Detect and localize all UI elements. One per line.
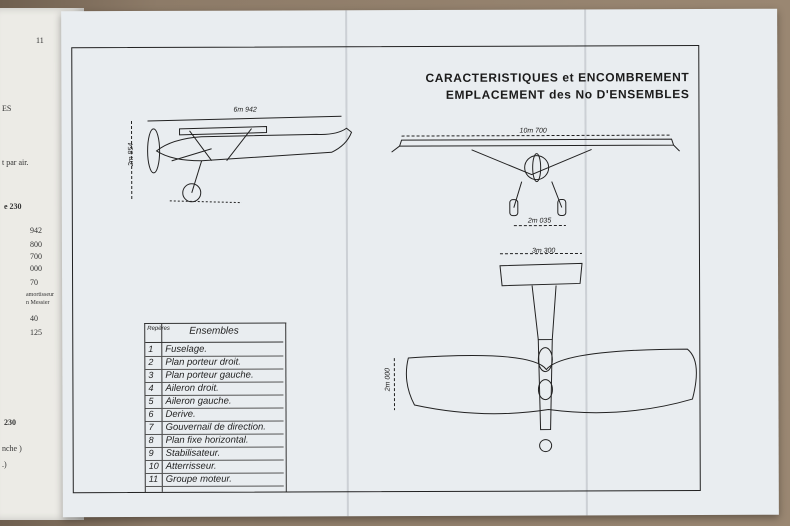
dimension-span: 10m 700: [519, 127, 547, 135]
text-fragment: 40: [30, 314, 38, 323]
legend-row: 7 Gouvernail de direction.: [145, 421, 284, 435]
text-fragment: 942: [30, 226, 42, 235]
top-view-aircraft: [393, 252, 697, 453]
legend-label: Plan porteur droit.: [165, 356, 241, 368]
text-fragment: nche ): [2, 444, 22, 453]
text-fragment: e 230: [4, 202, 22, 211]
front-view-aircraft: [391, 134, 680, 227]
side-view-aircraft: [131, 115, 353, 204]
legend-number: 5: [148, 395, 154, 406]
legend-number: 1: [148, 343, 154, 354]
legend-number: 7: [148, 421, 154, 432]
legend-label: Derive.: [165, 408, 196, 420]
text-fragment: 800: [30, 240, 42, 249]
text-fragment: 70: [30, 278, 38, 287]
legend-row: 10 Atterrisseur.: [145, 460, 284, 474]
legend-label: Groupe moteur.: [165, 473, 232, 485]
legend-label: Plan porteur gauche.: [165, 369, 254, 381]
foldout-sheet: CARACTERISTIQUES et ENCOMBREMENT EMPLACE…: [61, 8, 779, 518]
legend-number: 6: [148, 408, 154, 419]
legend-label: Gouvernail de direction.: [165, 421, 266, 433]
text-fragment: 125: [30, 328, 42, 337]
legend-row: 9 Stabilisateur.: [145, 447, 284, 461]
legend-number: 10: [148, 460, 159, 471]
text-fragment: t par air.: [2, 158, 29, 167]
text-fragment: ES: [2, 104, 12, 113]
page-number: 11: [36, 36, 44, 45]
legend-row: 2 Plan porteur droit.: [145, 356, 284, 370]
dimension-track: 2m 035: [527, 217, 552, 225]
dimension-length: 6m 942: [233, 106, 257, 114]
text-fragment: 230: [4, 418, 16, 427]
legend-row: 8 Plan fixe horizontal.: [145, 434, 284, 448]
legend-row: 11 Groupe moteur.: [145, 473, 284, 487]
legend-number: 4: [148, 382, 154, 393]
text-fragment: amortisseur: [26, 292, 54, 298]
legend-label: Aileron droit.: [165, 382, 219, 394]
aircraft-drawings: [131, 115, 697, 453]
legend-row: 4 Aileron droit.: [145, 382, 284, 396]
legend-label: Stabilisateur.: [165, 447, 221, 459]
legend-number: 11: [148, 473, 159, 484]
legend-number: 8: [148, 434, 154, 445]
legend-row: 5 Aileron gauche.: [145, 395, 284, 409]
text-fragment: .): [2, 460, 7, 469]
legend-header-number: Repères: [147, 325, 170, 332]
legend-header: Repères Ensembles: [145, 323, 284, 343]
legend-number: 2: [148, 356, 154, 367]
dimension-tail-span: 3m 300: [531, 247, 556, 255]
dimension-height: 2m 854: [127, 142, 135, 167]
legend-number: 3: [148, 369, 154, 380]
dimension-chord: 2m 000: [384, 367, 392, 392]
legend-label: Plan fixe horizontal.: [165, 434, 249, 446]
legend-row: 6 Derive.: [145, 408, 284, 422]
text-fragment: n Messier: [26, 300, 50, 306]
legend-number: 9: [148, 447, 154, 458]
text-fragment: 000: [30, 264, 42, 273]
legend-label: Fuselage.: [165, 343, 208, 355]
text-fragment: 700: [30, 252, 42, 261]
legend-row: 1 Fuselage.: [145, 343, 284, 357]
legend-label: Atterrisseur.: [165, 460, 217, 472]
legend-row: 3 Plan porteur gauche.: [145, 369, 284, 383]
legend-label: Aileron gauche.: [165, 395, 232, 407]
legend-header-label: Ensembles: [189, 325, 239, 337]
